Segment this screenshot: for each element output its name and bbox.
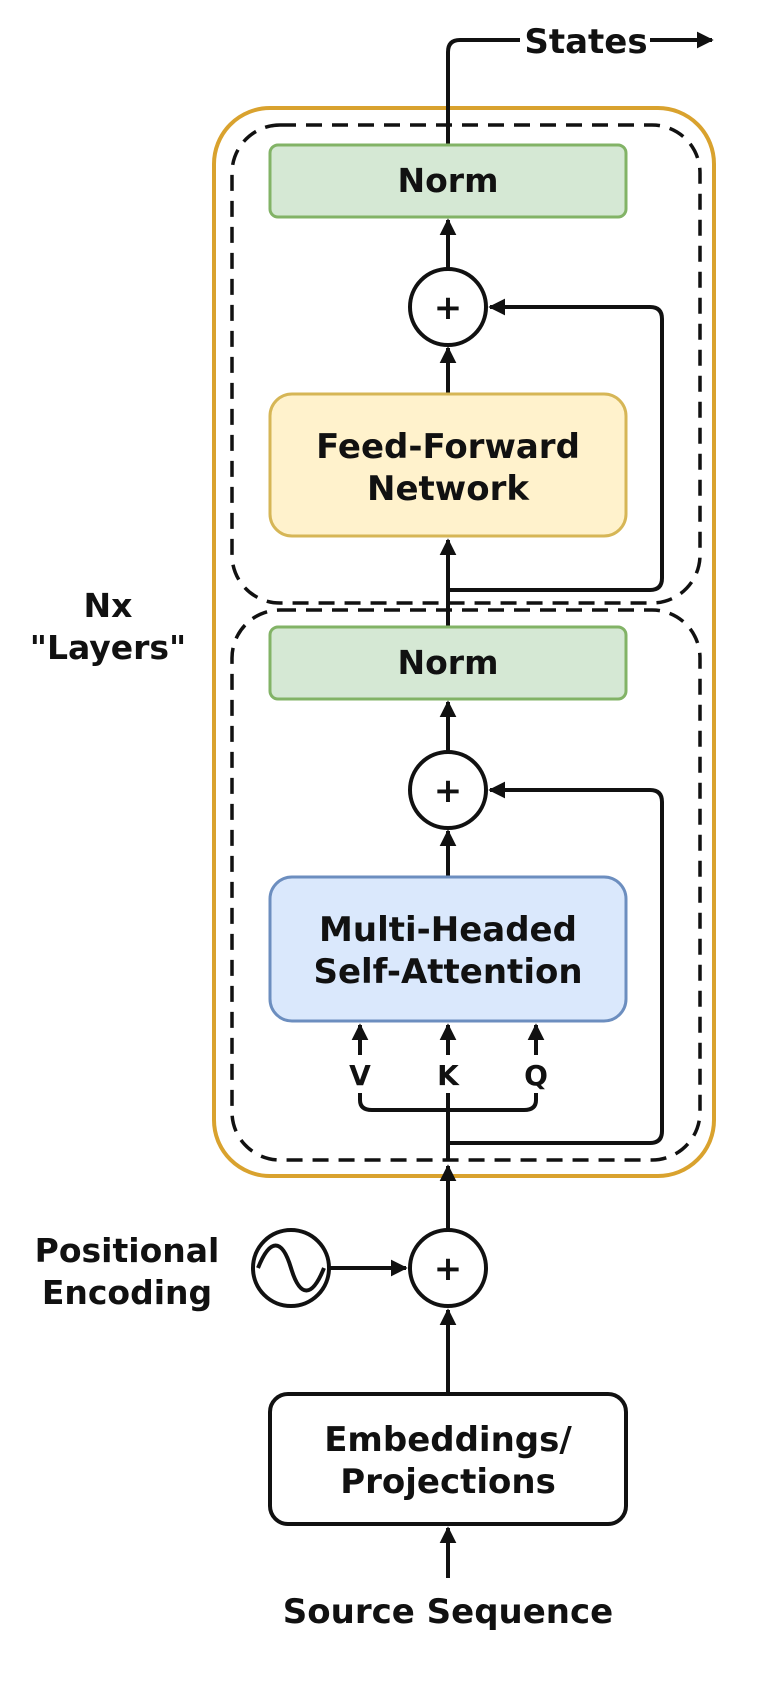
positional-label-line1: Positional [35,1231,220,1270]
norm-label-lower: Norm [398,643,499,682]
k-label-bg [433,1055,463,1093]
sine-wave-curve [256,1243,326,1293]
layer-stack-frame [212,106,716,1178]
residual-path-lower [448,781,664,1145]
norm-label-upper: Norm [398,161,499,200]
input-q-label: Q [524,1059,548,1092]
self-attention-box [268,875,628,1023]
embeddings-box [268,1392,628,1526]
feed-forward-label-line1: Feed-Forward [316,427,580,467]
positional-label-line2: Encoding [42,1273,212,1312]
add-symbol-lower: + [434,771,463,811]
embeddings-label-line1: Embeddings/ [324,1420,572,1460]
q-label-bg [521,1055,551,1093]
add-circle-lower [408,750,488,830]
layer-count-label: Nx [84,586,133,625]
source-sequence-label: Source Sequence [283,1592,613,1632]
add-circle-positional [408,1228,488,1308]
self-attention-label-line1: Multi-Headed [319,910,577,950]
input-k-label: K [437,1059,460,1092]
layer-name-label: "Layers" [30,628,186,667]
input-v-label: V [349,1059,371,1092]
residual-path-upper [448,298,664,592]
ffn-sublayer-group [230,123,702,605]
output-label: States [524,22,647,62]
add-symbol-upper: + [434,288,463,328]
output-arrow [446,38,525,145]
norm-box-upper [268,143,628,219]
add-circle-upper [408,267,488,347]
add-symbol-positional: + [434,1249,463,1289]
v-label-bg [345,1055,375,1093]
self-attention-label-line2: Self-Attention [313,952,582,992]
output-label-bg [520,18,650,62]
attention-sublayer-group [230,608,702,1162]
feed-forward-box [268,392,628,538]
feed-forward-label-line2: Network [367,469,530,509]
embeddings-label-line2: Projections [340,1462,556,1502]
norm-box-lower [268,625,628,701]
